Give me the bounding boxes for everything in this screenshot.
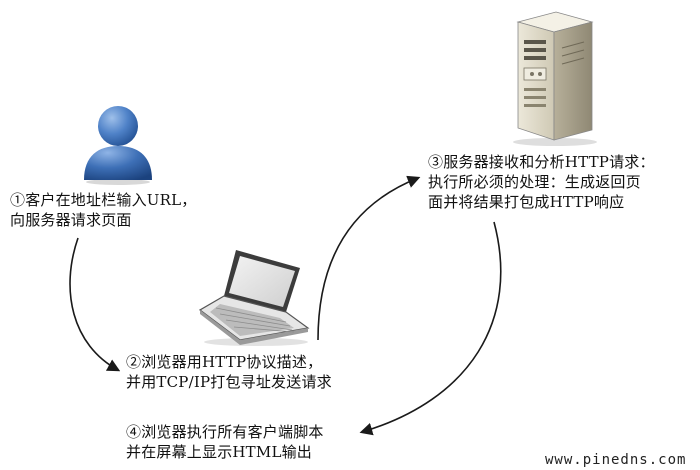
watermark-text: www.pinedns.com [545,452,687,468]
laptop-icon [198,250,310,346]
step-2-line-1: ②浏览器用HTTP协议描述， [126,353,323,371]
user-icon [84,106,152,185]
step-3-line-1: ③服务器接收和分析HTTP请求： [428,153,655,171]
step-2-line-2: 并用TCP/IP打包寻址发送请求 [126,373,332,391]
step-4-line-1: ④浏览器执行所有客户端脚本 [126,423,324,441]
step-3-line-3: 面并将结果打包成HTTP响应 [428,193,625,211]
arrow-step3-to-step4 [359,221,502,436]
arrow-step1-to-step2 [69,237,121,372]
step-3-label: ③服务器接收和分析HTTP请求： 执行所必须的处理：生成返回页 面并将结果打包成… [428,152,655,212]
step-1-line-2: 向服务器请求页面 [10,211,132,229]
step-4-label: ④浏览器执行所有客户端脚本 并在屏幕上显示HTML输出 [126,422,324,462]
step-4-line-2: 并在屏幕上显示HTML输出 [126,443,313,461]
step-2-label: ②浏览器用HTTP协议描述， 并用TCP/IP打包寻址发送请求 [126,352,332,392]
step-1-line-1: ①客户在地址栏输入URL， [10,191,197,209]
arrow-step2-to-step3 [317,175,421,341]
step-1-label: ①客户在地址栏输入URL， 向服务器请求页面 [10,190,197,230]
server-icon [513,11,597,146]
step-3-line-2: 执行所必须的处理：生成返回页 [428,173,641,191]
